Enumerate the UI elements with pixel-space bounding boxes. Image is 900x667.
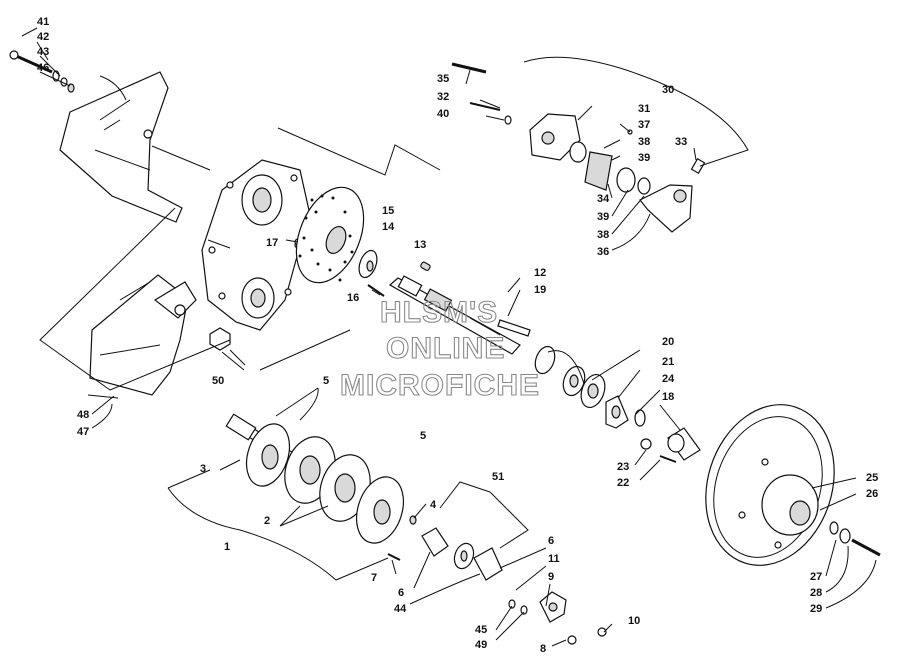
callout-49: 49	[475, 639, 487, 651]
washer-45	[508, 599, 516, 609]
callout-18: 18	[662, 391, 674, 403]
pulley-bolt-assembly	[829, 521, 881, 557]
jackshaft-bearings	[534, 345, 606, 409]
callout-28: 28	[810, 587, 822, 599]
callout-2: 2	[264, 515, 270, 527]
drive-wheel-left	[245, 423, 291, 487]
callout-6-right: 6	[548, 535, 554, 547]
watermark-line-1: HLSM'S	[380, 296, 498, 329]
callout-47: 47	[77, 426, 89, 438]
callout-50: 50	[212, 375, 224, 387]
lower-chaincase-guard	[87, 274, 197, 399]
key-13	[420, 261, 431, 271]
callout-29: 29	[810, 603, 822, 615]
callout-5-right: 5	[420, 430, 426, 442]
drive-wheel-right	[355, 476, 405, 544]
callout-14: 14	[382, 221, 395, 233]
callout-13: 13	[414, 239, 426, 251]
callout-35: 35	[437, 73, 449, 85]
callout-5-top: 5	[323, 375, 329, 387]
leader-lines	[21, 27, 877, 647]
callout-30: 30	[662, 84, 674, 96]
callout-38-bottom: 38	[597, 229, 609, 241]
callout-16: 16	[347, 292, 359, 304]
bearing-flange-21	[605, 395, 629, 429]
callout-21: 21	[662, 356, 674, 368]
nut-8	[567, 635, 577, 645]
callout-22: 22	[617, 477, 629, 489]
callout-24: 24	[662, 373, 675, 385]
callout-46: 46	[37, 62, 49, 74]
callout-34: 34	[597, 193, 610, 205]
drive-sprockets	[284, 436, 371, 522]
callout-32: 32	[437, 91, 449, 103]
callout-48: 48	[77, 409, 89, 421]
callout-33: 33	[675, 136, 687, 148]
bolt-7	[387, 553, 401, 561]
callout-40: 40	[437, 108, 449, 120]
callout-41: 41	[37, 16, 49, 28]
callout-23: 23	[617, 461, 629, 473]
callout-15: 15	[382, 205, 394, 217]
callout-10: 10	[628, 615, 640, 627]
callout-labels: 41 42 43 46 35 32 40 30 31 37 38 39 33 3…	[37, 16, 878, 655]
jackshaft	[388, 275, 531, 355]
flange-6	[421, 527, 449, 557]
watermark-line-3: MICROFICHE	[340, 369, 540, 402]
watermark-line-2: ONLINE	[386, 332, 505, 365]
callout-31: 31	[638, 103, 650, 115]
plug-10	[597, 627, 607, 637]
callout-45: 45	[475, 624, 487, 636]
callout-43: 43	[37, 46, 49, 58]
callout-27: 27	[810, 571, 822, 583]
callout-12: 12	[534, 267, 546, 279]
flange-9	[539, 591, 567, 623]
callout-26: 26	[866, 488, 878, 500]
callout-25: 25	[866, 472, 878, 484]
watermark: HLSM'S ONLINE MICROFICHE	[339, 295, 540, 402]
brake-disc	[295, 186, 365, 284]
brake-hub	[358, 249, 378, 279]
callout-17: 17	[266, 237, 278, 249]
chaincase-housing	[201, 159, 311, 331]
callout-6-left: 6	[398, 587, 404, 599]
callout-9: 9	[548, 571, 554, 583]
callout-7: 7	[371, 572, 377, 584]
callout-36: 36	[597, 246, 609, 258]
callout-3: 3	[200, 463, 206, 475]
callout-8: 8	[540, 643, 546, 655]
callout-20: 20	[662, 336, 674, 348]
callout-38-top: 38	[638, 136, 650, 148]
nut-50	[209, 327, 231, 351]
callout-11: 11	[548, 553, 560, 565]
washer-49	[520, 605, 528, 615]
callout-1: 1	[224, 541, 230, 553]
upper-chaincase-guard	[59, 71, 183, 223]
callout-4: 4	[430, 499, 437, 511]
seal-24	[634, 409, 646, 427]
spacer-18	[667, 427, 701, 461]
callout-19: 19	[534, 284, 546, 296]
driven-pulley	[705, 404, 835, 566]
callout-39-bottom: 39	[597, 211, 609, 223]
washer-23	[640, 438, 652, 450]
callout-37: 37	[638, 119, 650, 131]
callout-51: 51	[492, 471, 504, 483]
flange-6b	[473, 547, 503, 581]
callout-39-top: 39	[638, 152, 650, 164]
callout-44: 44	[394, 603, 407, 615]
callout-42: 42	[37, 31, 49, 43]
bolt-22	[659, 455, 677, 463]
bearing-44	[453, 542, 475, 570]
brake-caliper-assembly	[451, 62, 706, 233]
screw-16	[367, 284, 385, 297]
